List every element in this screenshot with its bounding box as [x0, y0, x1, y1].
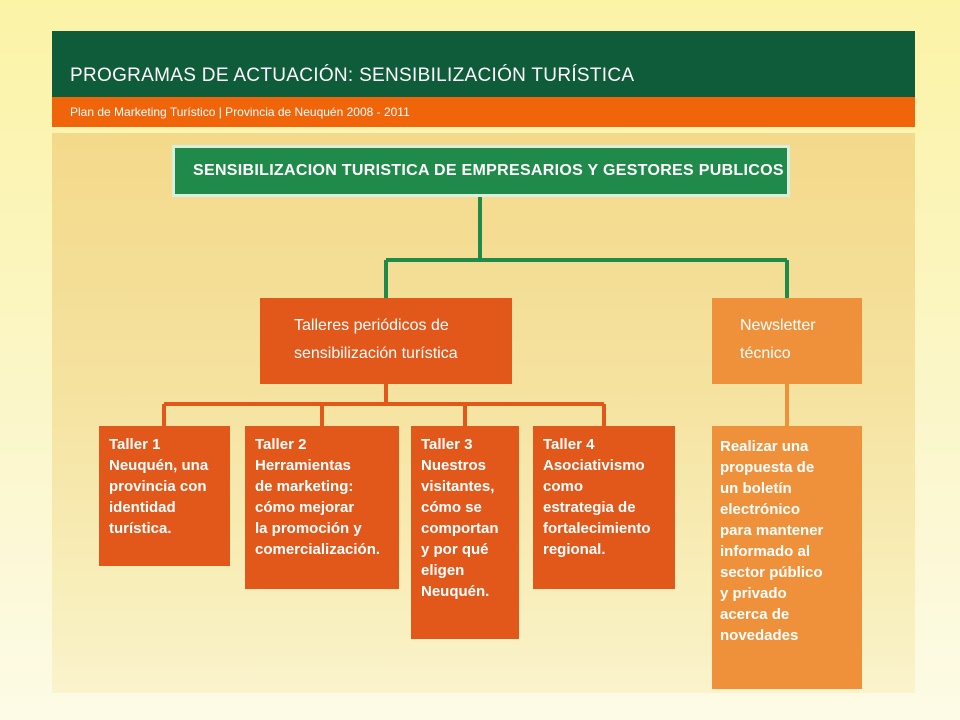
taller-4-desc-line: regional. [543, 541, 606, 558]
taller-3-desc-line: Nuestros [421, 457, 487, 474]
connector-lines [162, 197, 789, 426]
taller-1-title: Taller 1 [109, 436, 161, 453]
newsletter-desc-line: un boletín [720, 480, 792, 497]
newsletter-desc-line: novedades [720, 627, 799, 644]
page-subtitle: Plan de Marketing Turístico | Provincia … [70, 105, 410, 119]
newsletter-desc-line: Realizar una [720, 438, 809, 455]
taller-2-desc-line: cómo mejorar [255, 499, 355, 516]
newsletter-desc-line: para mantener [720, 522, 824, 539]
taller-3-desc-line: eligen [421, 562, 465, 579]
page-title: PROGRAMAS DE ACTUACIÓN: SENSIBILIZACIÓN … [70, 65, 635, 86]
taller-3-desc-line: Neuquén. [421, 583, 490, 600]
taller-4-desc-line: estrategia de [543, 499, 636, 516]
taller-3-desc-line: visitantes, [421, 478, 495, 495]
taller-2-desc-line: comercialización. [255, 541, 381, 558]
talleres-node-line-2: sensibilización turística [294, 345, 458, 362]
taller-1-desc-line: Neuquén, una [109, 457, 209, 474]
taller-2-title: Taller 2 [255, 436, 307, 453]
newsletter-desc-line: y privado [720, 585, 787, 602]
taller-2-desc-line: de marketing: [255, 478, 354, 495]
taller-3-desc-line: comportan [421, 520, 499, 537]
taller-3-node: Taller 3 Nuestros visitantes, cómo se co… [411, 426, 519, 639]
taller-1-node: Taller 1 Neuquén, una provincia con iden… [99, 426, 230, 566]
newsletter-desc-line: informado al [720, 543, 811, 560]
newsletter-desc-line: acerca de [720, 606, 790, 623]
newsletter-node: Newsletter técnico [712, 298, 862, 384]
taller-2-desc-line: la promoción y [255, 520, 362, 537]
newsletter-node-line-1: Newsletter [740, 317, 816, 334]
newsletter-desc-line: electrónico [720, 501, 801, 518]
root-node: SENSIBILIZACION TURISTICA DE EMPRESARIOS… [172, 145, 790, 197]
taller-4-title: Taller 4 [543, 436, 595, 453]
talleres-node-line-1: Talleres periódicos de [294, 317, 449, 334]
newsletter-desc-line: propuesta de [720, 459, 815, 476]
header-bar: PROGRAMAS DE ACTUACIÓN: SENSIBILIZACIÓN … [52, 31, 915, 97]
newsletter-desc-node: Realizar una propuesta de un boletín ele… [712, 426, 862, 689]
taller-4-node: Taller 4 Asociativismo como estrategia d… [533, 426, 675, 589]
newsletter-node-line-2: técnico [740, 345, 791, 362]
subtitle-bar: Plan de Marketing Turístico | Provincia … [52, 97, 915, 127]
taller-3-desc-line: y por qué [421, 541, 489, 558]
taller-1-desc-line: provincia con [109, 478, 207, 495]
taller-3-desc-line: cómo se [421, 499, 482, 516]
taller-1-desc-line: identidad [109, 499, 176, 516]
taller-1-desc-line: turística. [109, 520, 172, 537]
taller-2-desc-line: Herramientas [255, 457, 351, 474]
org-diagram: SENSIBILIZACION TURISTICA DE EMPRESARIOS… [52, 133, 915, 693]
taller-4-desc-line: fortalecimiento [543, 520, 651, 537]
taller-2-node: Taller 2 Herramientas de marketing: cómo… [245, 426, 399, 589]
talleres-node: Talleres periódicos de sensibilización t… [260, 298, 512, 384]
taller-4-desc-line: como [543, 478, 584, 495]
taller-3-title: Taller 3 [421, 436, 473, 453]
newsletter-desc-line: sector público [720, 564, 823, 581]
taller-4-desc-line: Asociativismo [543, 457, 645, 474]
